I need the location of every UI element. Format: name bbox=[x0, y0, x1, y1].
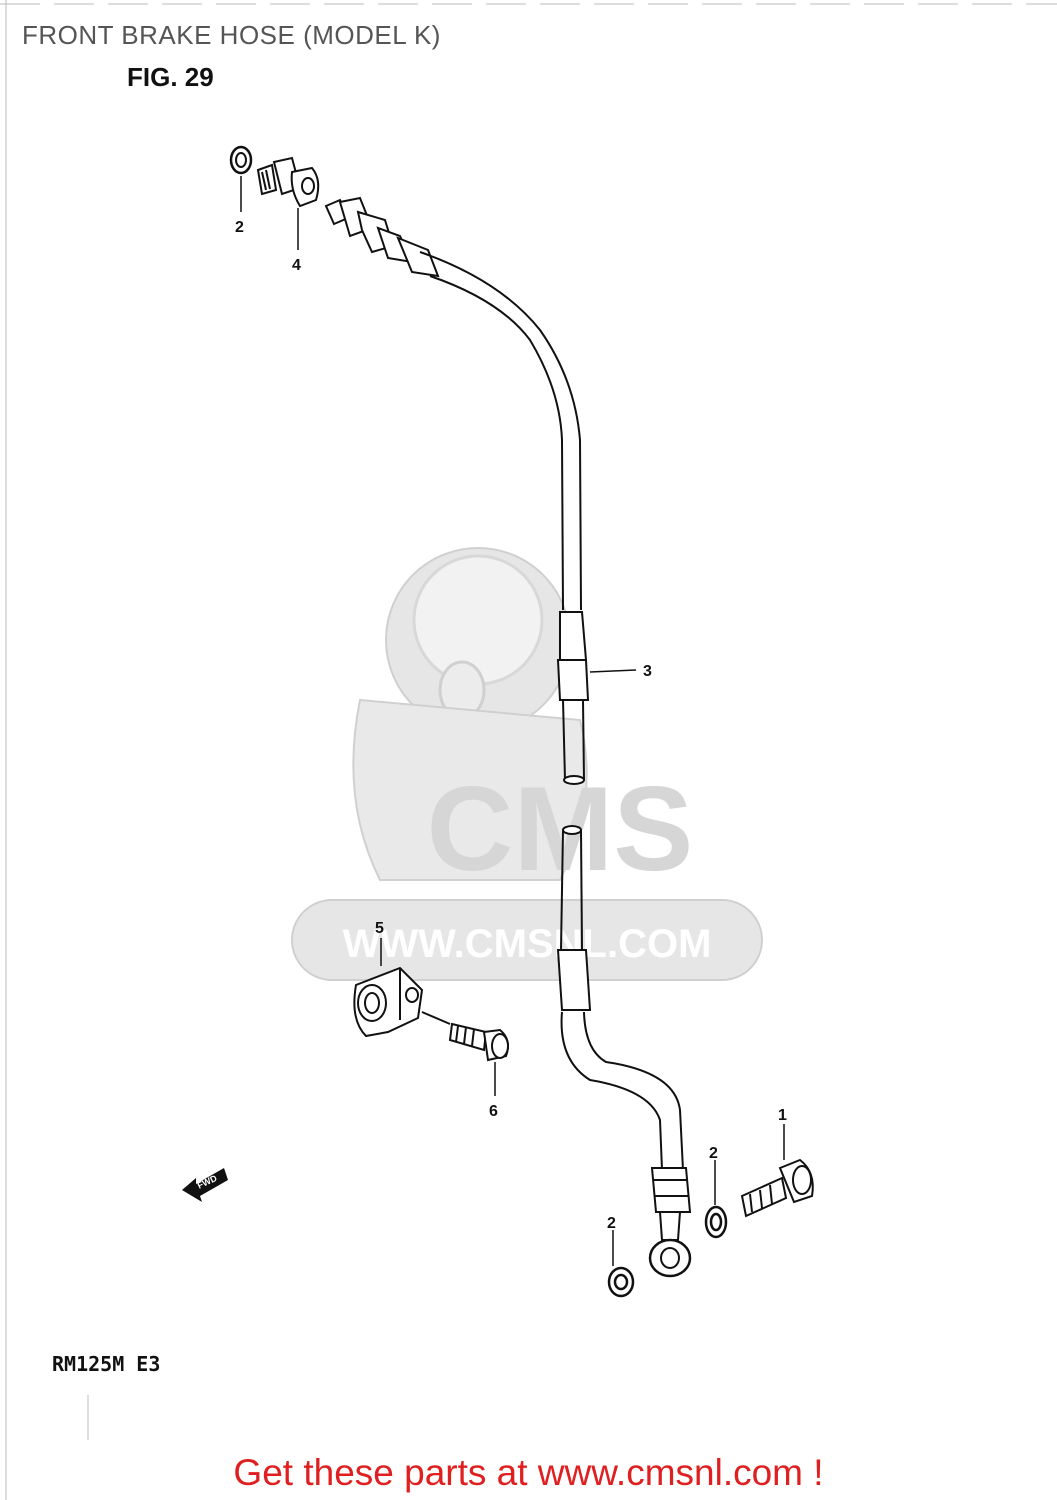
callout-clamp-bolt: 6 bbox=[489, 1103, 498, 1120]
clamp-bolt bbox=[421, 1011, 509, 1062]
top-fitting bbox=[229, 145, 440, 278]
watermark-url: WWW.CMSNL.COM bbox=[343, 922, 712, 966]
callout-union-bolt: 1 bbox=[778, 1107, 787, 1124]
page-title: FRONT BRAKE HOSE (MODEL K) bbox=[22, 20, 441, 50]
union-bolt bbox=[740, 1158, 814, 1218]
callouts: 2 4 3 5 6 1 2 2 bbox=[235, 219, 787, 1232]
callout-washer-bottom: 2 bbox=[607, 1215, 616, 1232]
callout-clamp: 5 bbox=[375, 920, 384, 937]
hose-clamp bbox=[353, 966, 424, 1038]
fwd-arrow: FWD bbox=[182, 1168, 228, 1202]
watermark-brand: CMS bbox=[427, 762, 694, 896]
model-code: RM125M E3 bbox=[52, 1352, 161, 1376]
footer-parts-link[interactable]: Get these parts at www.cmsnl.com ! bbox=[233, 1452, 824, 1493]
callout-washer-right: 2 bbox=[709, 1145, 718, 1162]
callout-top-washer: 2 bbox=[235, 219, 244, 236]
figure-label: FIG. 29 bbox=[127, 62, 214, 92]
cms-watermark: CMS WWW.CMSNL.COM bbox=[291, 547, 763, 981]
callout-hose: 3 bbox=[643, 663, 652, 680]
brake-hose bbox=[419, 251, 692, 1278]
bottom-washers bbox=[607, 1205, 728, 1298]
leader-lines bbox=[240, 176, 785, 1266]
callout-fitting: 4 bbox=[292, 257, 301, 274]
